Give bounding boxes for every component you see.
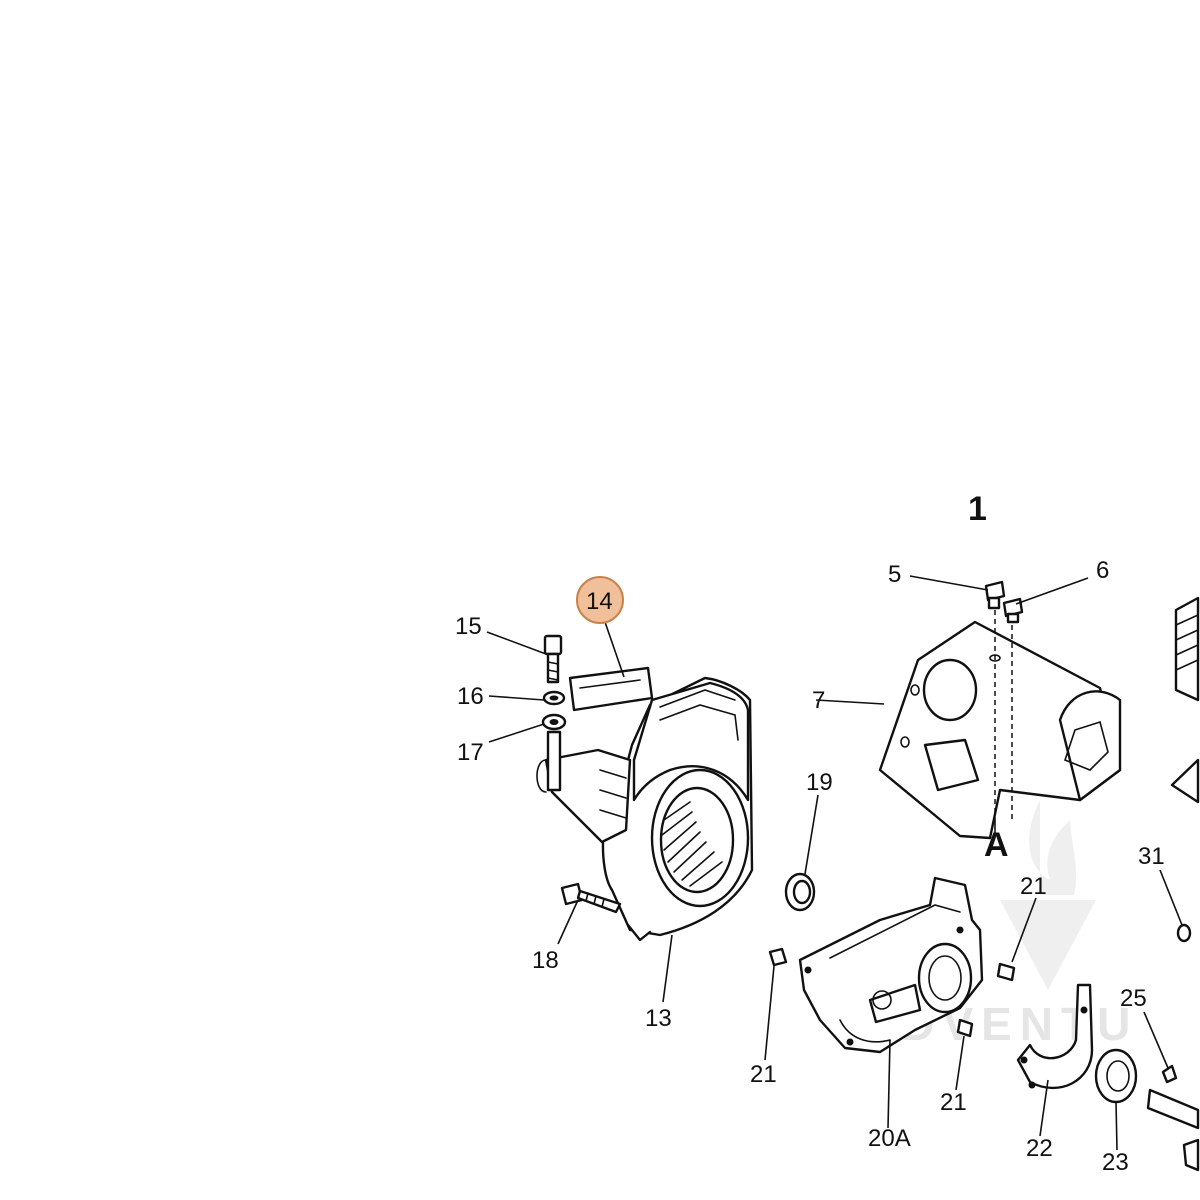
part-21-pin-left xyxy=(768,947,788,967)
callout-15: 15 xyxy=(455,613,482,640)
callout-25: 25 xyxy=(1120,985,1147,1012)
callout-13: 13 xyxy=(645,1005,672,1032)
part-31-clip xyxy=(1176,923,1192,943)
group-number-label: 1 xyxy=(968,490,987,528)
part-23-bearing xyxy=(1094,1048,1138,1104)
callout-6: 6 xyxy=(1096,557,1109,584)
part-15-bolt xyxy=(543,634,563,684)
cylinder-partial xyxy=(1170,596,1200,804)
part-16-lock-washer xyxy=(542,690,566,706)
callout-18: 18 xyxy=(532,947,559,974)
part-21-pin-right xyxy=(996,962,1016,982)
part-17-washer xyxy=(541,713,567,731)
callout-21-left: 21 xyxy=(750,1061,777,1088)
callout-16: 16 xyxy=(457,683,484,710)
callout-7: 7 xyxy=(812,687,825,714)
callout-5: 5 xyxy=(888,561,901,588)
leader-lines xyxy=(486,575,1183,1151)
highlight-marker[interactable] xyxy=(576,576,624,624)
part-21-pin-bottom xyxy=(956,1018,974,1038)
callout-23: 23 xyxy=(1102,1149,1129,1176)
callout-22: 22 xyxy=(1026,1135,1053,1162)
callout-31: 31 xyxy=(1138,843,1165,870)
part-13-fan-housing xyxy=(536,676,754,942)
callout-19: 19 xyxy=(806,769,833,796)
part-14-label xyxy=(568,666,654,712)
callout-17: 17 xyxy=(457,739,484,766)
callout-20a: 20A xyxy=(868,1125,911,1152)
part-19-seal xyxy=(784,872,816,912)
part-18-screw xyxy=(560,882,622,914)
part-7-shroud xyxy=(878,610,1122,840)
callout-21-right: 21 xyxy=(1020,873,1047,900)
callout-14: 14 xyxy=(586,588,613,615)
callout-labels: 1 A 5 6 7 13 14 15 16 17 18 19 20A 21 21… xyxy=(455,490,1165,1176)
part-22-gasket xyxy=(1016,983,1094,1090)
part-20a-crankcase xyxy=(798,876,984,1054)
callout-21-bottom: 21 xyxy=(940,1089,967,1116)
section-label: A xyxy=(984,826,1009,864)
part-5-screw xyxy=(984,580,1006,610)
crankshaft-partial xyxy=(1146,1088,1200,1172)
part-25-key xyxy=(1161,1064,1178,1084)
